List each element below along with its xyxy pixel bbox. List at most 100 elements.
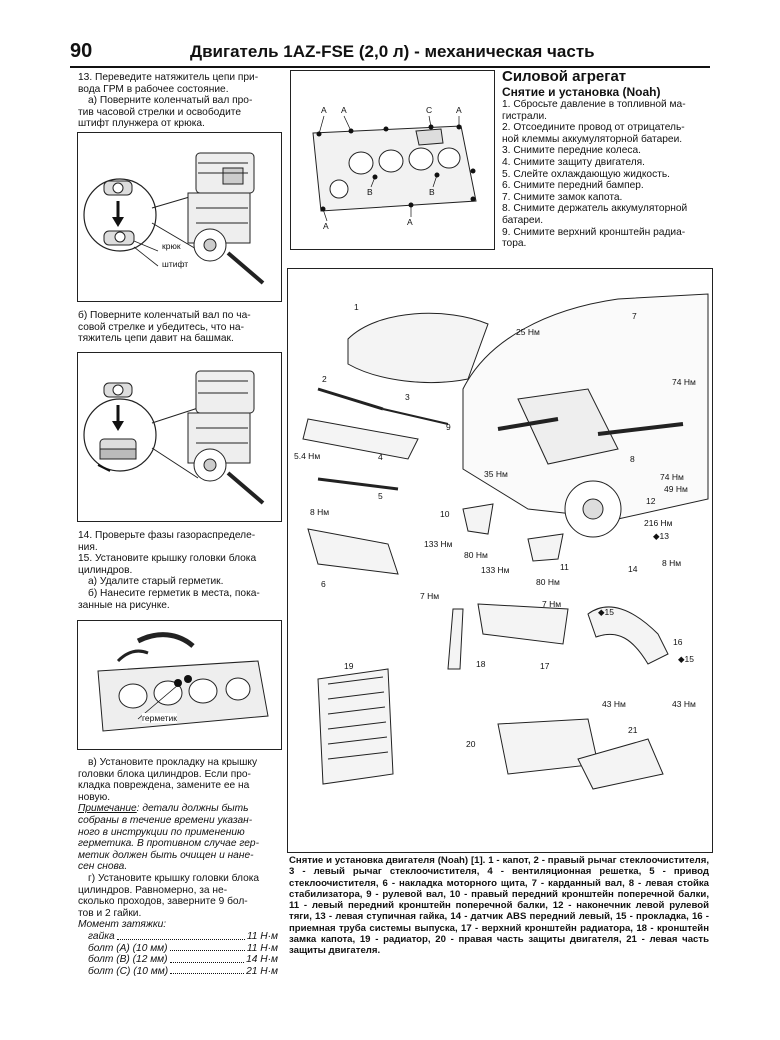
torque-80-lower: 80 Нм <box>536 577 560 587</box>
page-header: 90 Двигатель 1AZ-FSE (2,0 л) - механичес… <box>70 40 710 68</box>
torque-133-lower: 133 Нм <box>481 565 510 575</box>
sealant-label: герметик <box>142 713 178 723</box>
torque-43-right: 43 Нм <box>672 699 696 709</box>
text-line: совой стрелке и убедитесь, что на- <box>78 321 244 333</box>
torque-7-right: 7 Нм <box>542 599 562 609</box>
text-line: ной клеммы аккумуляторной батареи. <box>502 133 683 145</box>
text-line: батареи. <box>502 214 544 226</box>
torque-value: 11 Н·м <box>246 930 278 942</box>
section-title: Силовой агрегат <box>502 68 627 85</box>
head-cover-drawing <box>312 115 477 222</box>
tensioner-release-drawing <box>83 152 265 285</box>
text-line: а) Удалите старый герметик. <box>88 576 224 588</box>
text-line: штифт плунжера от крюка. <box>78 118 205 130</box>
hook-label: крюк <box>162 241 181 251</box>
page-title: Двигатель 1AZ-FSE (2,0 л) - механическая… <box>190 42 595 61</box>
callout-17: 17 <box>540 661 550 671</box>
torque-row: болт (C) (10 мм)21 Н·м <box>88 966 278 978</box>
pin-label: штифт <box>162 259 189 269</box>
torque-row: болт (A) (10 мм) 11 Н·м <box>88 943 278 955</box>
diamond-15b: ◆15 <box>678 654 694 664</box>
torque-title: Момент затяжки: <box>78 919 167 931</box>
torque-name: гайка <box>88 930 115 942</box>
torque-35: 35 Нм <box>484 469 508 479</box>
text-line: б) Нанесите герметик в места, пока- <box>88 587 260 599</box>
sealant-points-drawing <box>97 632 269 732</box>
callout-1: 1 <box>354 302 359 312</box>
text-line: тив часовой стрелки и освободите <box>78 106 241 118</box>
text-line: вода ГРМ в рабочее состояние. <box>78 83 229 95</box>
callout-2: 2 <box>322 374 327 384</box>
text-line: собраны в течение времени указан- <box>78 814 253 826</box>
text-line: тора. <box>502 238 527 250</box>
callout-4: 4 <box>378 452 383 462</box>
text-line: г) Установите крышку головки блока <box>88 872 260 884</box>
text-line: герметика. В противном случае гер- <box>78 838 259 850</box>
callout-16: 16 <box>673 637 683 647</box>
engine-removal-drawing <box>302 293 709 790</box>
callout-8: 8 <box>630 454 635 464</box>
hood-part <box>347 312 489 383</box>
power-unit-section: Силовой агрегат Снятие и установка (Noah… <box>502 68 712 250</box>
callout-3: 3 <box>405 392 410 402</box>
bolt-label-b: B <box>429 187 435 197</box>
callout-20: 20 <box>466 739 476 749</box>
torque-name: болт (A) (10 мм) <box>88 942 168 954</box>
torque-row: болт (B) (12 мм)14 Н·м <box>88 954 278 966</box>
text-line: 15. Установите крышку головки блока <box>78 553 257 565</box>
torque-5-4: 5.4 Нм <box>294 451 321 461</box>
steps-14-15: 14. Проверьте фазы газораспределе- ния. … <box>78 530 278 611</box>
text-line: а) Поверните коленчатый вал про- <box>88 95 253 107</box>
text-line: 8. Снимите держатель аккумуляторной <box>502 203 688 215</box>
bolt-label-a: A <box>456 105 462 115</box>
step-13b: б) Поверните коленчатый вал по ча- совой… <box>78 310 278 345</box>
callout-21: 21 <box>628 725 638 735</box>
torque-216: 216 Нм <box>644 518 673 528</box>
bolt-label-c: C <box>426 105 433 115</box>
torque-80-upper: 80 Нм <box>464 550 488 560</box>
bolt-label-a: A <box>407 217 413 227</box>
bolt-label-a: A <box>321 105 327 115</box>
figure-engine-removal: 1 2 3 4 5 6 7 8 9 10 11 12 ◆13 14 ◆15 16… <box>287 268 713 853</box>
text-line: 7. Снимите замок капота. <box>502 191 623 203</box>
text-line: 13. Переведите натяжитель цепи при- <box>78 72 259 83</box>
torque-row: гайка 11 Н·м <box>88 931 278 943</box>
torque-value: 11 Н·м <box>246 942 278 954</box>
bolt-label-b: B <box>367 187 373 197</box>
torque-name: болт (B) (12 мм) <box>88 954 168 966</box>
text-line: 3. Снимите передние колеса. <box>502 145 642 157</box>
callout-9: 9 <box>446 422 451 432</box>
text-line: тов и 2 гайки. <box>78 907 142 919</box>
figure-sealant-points: герметик <box>77 620 282 750</box>
text-line: 9. Снимите верхний кронштейн радиа- <box>502 226 686 238</box>
text-line: цилиндров. <box>78 564 133 576</box>
figure-tensioner-check <box>77 352 282 522</box>
bolt-label-a: A <box>341 105 347 115</box>
diamond-13: ◆13 <box>653 531 669 541</box>
torque-74-lower: 74 Нм <box>660 472 684 482</box>
callout-11: 11 <box>560 562 569 572</box>
figure-head-cover: A A C A B B A A <box>290 70 495 250</box>
text-line: новую. <box>78 791 111 803</box>
callout-18: 18 <box>476 659 486 669</box>
torque-8-right: 8 Нм <box>662 558 682 568</box>
text-line: б) Поверните коленчатый вал по ча- <box>78 310 251 321</box>
removal-steps: 1. Сбросьте давление в топливной ма- гис… <box>502 99 712 250</box>
torque-value: 21 Н·м <box>246 965 278 977</box>
callout-19: 19 <box>344 661 354 671</box>
text-line: головки блока цилиндров. Если про- <box>78 768 251 780</box>
text-line: занные на рисунке. <box>78 599 170 611</box>
text-line: ния. <box>78 541 98 553</box>
torque-74-upper: 74 Нм <box>672 377 696 387</box>
torque-49: 49 Нм <box>664 484 688 494</box>
callout-10: 10 <box>440 509 450 519</box>
text-line: кладка повреждена, замените ее на <box>78 780 250 792</box>
torque-43-left: 43 Нм <box>602 699 626 709</box>
tensioner-check-drawing <box>83 370 265 505</box>
text-line: 6. Снимите передний бампер. <box>502 180 644 192</box>
text-line: в) Установите прокладку на крышку <box>88 757 258 768</box>
text-line: 5. Слейте охлаждающую жидкость. <box>502 168 670 180</box>
text-line: : детали должны быть <box>136 803 249 815</box>
callout-6: 6 <box>321 579 326 589</box>
figure-caption: Снятие и установка двигателя (Noah) [1].… <box>289 855 709 957</box>
